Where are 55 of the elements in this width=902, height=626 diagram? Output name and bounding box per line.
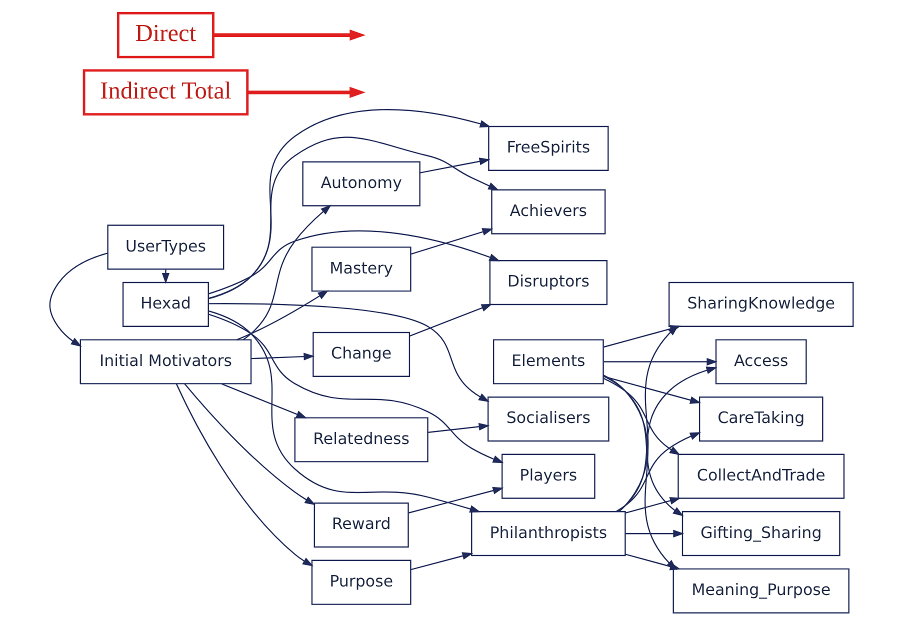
node-box: Direct [116, 12, 214, 58]
node-box: Elements [492, 339, 604, 384]
arrow [615, 432, 701, 512]
arrow [419, 158, 490, 174]
node-box: Relatedness [294, 417, 428, 462]
arrow [48, 252, 108, 347]
arrow [208, 310, 480, 513]
node-box: SharingKnowledge [668, 282, 854, 328]
node-box: Players [501, 454, 595, 499]
node-box: Achievers [490, 189, 606, 234]
node-box: Autonomy [302, 161, 420, 206]
arrow [410, 228, 493, 255]
arrow [410, 552, 473, 570]
node-box: Philanthropists [470, 511, 626, 556]
arrow [617, 366, 717, 512]
node-box: Meaning_Purpose [672, 568, 849, 614]
arrow [208, 136, 499, 299]
arrow [602, 376, 684, 516]
node-box: Change [312, 332, 410, 377]
node-box: Mastery [310, 246, 411, 292]
node-box: Socialisers [486, 396, 609, 442]
node-box: FreeSpirits [488, 126, 608, 172]
arrow [603, 358, 718, 366]
arrow [602, 374, 677, 570]
arrow [208, 303, 490, 402]
arrow [236, 290, 328, 340]
node-box: Hexad [122, 282, 208, 328]
arrow [408, 304, 492, 337]
arrow [161, 270, 170, 284]
arrow [428, 422, 490, 433]
arrow [408, 486, 504, 514]
arrow [624, 497, 680, 514]
node-box: Indirect Total [82, 69, 248, 116]
node-box: Initial Motivators [79, 339, 252, 384]
node-box: UserTypes [106, 224, 224, 270]
arrow [250, 352, 314, 360]
arrow [221, 383, 307, 418]
node-box: CollectAndTrade [677, 454, 844, 499]
node-box: Purpose [310, 560, 411, 605]
arrow [208, 109, 490, 300]
arrow [242, 204, 331, 340]
arrow [247, 86, 365, 98]
arrow [175, 384, 314, 566]
arrow [208, 230, 500, 294]
node-box: Disruptors [488, 260, 608, 306]
arrow [603, 376, 701, 404]
arrow [213, 30, 366, 41]
arrow [602, 378, 680, 456]
node-box: Access [714, 339, 806, 384]
node-box: CareTaking [698, 396, 823, 442]
node-box: Gifting_Sharing [681, 511, 840, 556]
node-box: Reward [313, 502, 408, 548]
arrow [208, 314, 504, 464]
arrow [625, 530, 684, 538]
arrow [184, 383, 316, 506]
